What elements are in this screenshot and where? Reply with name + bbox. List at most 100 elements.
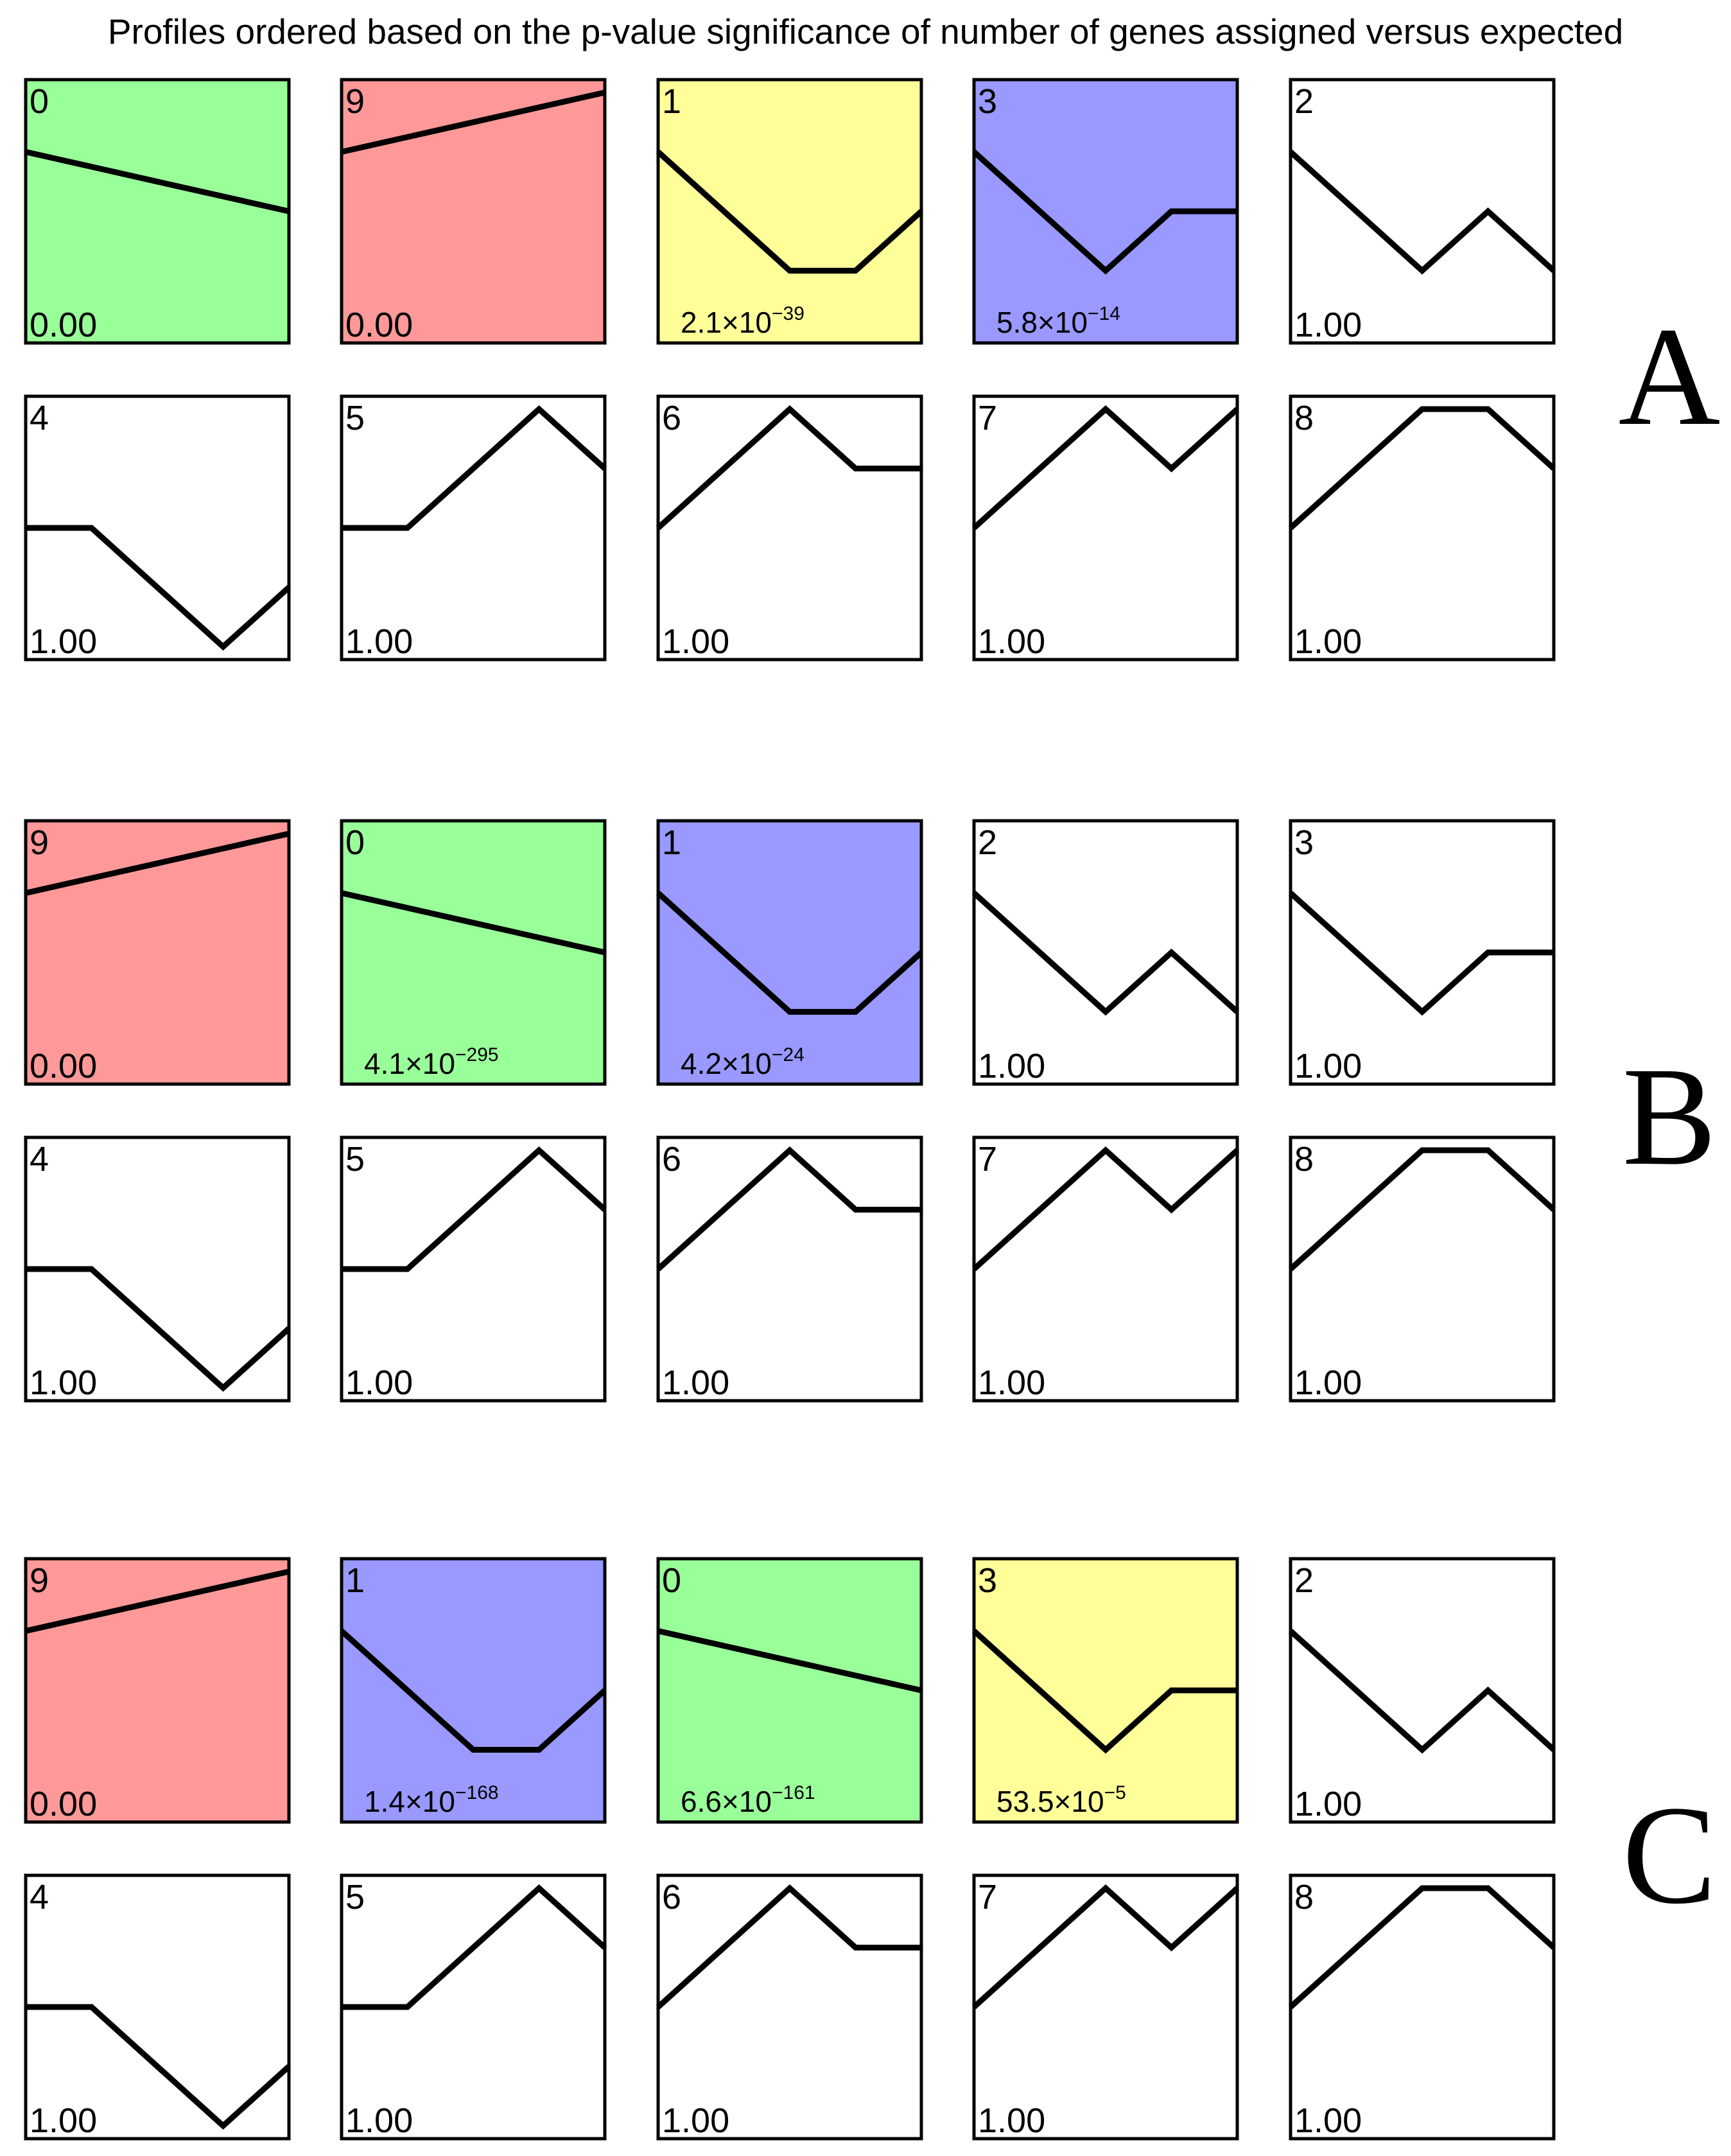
profile-pvalue: 5.8×10−14: [996, 303, 1120, 339]
profile-id: 4: [30, 1878, 49, 1916]
profile-box: [972, 394, 1239, 662]
profile-curve: [971, 1146, 1240, 1272]
profile-id: 9: [30, 1561, 49, 1600]
profile-pvalue: 1.00: [345, 1363, 413, 1402]
profile-pvalue: 1.00: [30, 1363, 97, 1402]
panel-label: A: [1619, 298, 1721, 455]
profile-curve: [341, 890, 605, 956]
profile-curve: [656, 891, 924, 1015]
profile-box: [972, 1873, 1239, 2141]
profile-pvalue: 1.00: [30, 2101, 97, 2140]
figure-title: Profiles ordered based on the p-value si…: [108, 12, 1623, 51]
profile-box: [340, 1557, 607, 1824]
profile-curve: [342, 1884, 607, 2010]
profile-tile: 21.00: [971, 819, 1240, 1086]
profile-curve: [656, 1884, 921, 2010]
profile-tile: 71.00: [971, 1873, 1240, 2141]
profile-tile: 90.00: [24, 819, 291, 1086]
profile-id: 1: [662, 823, 681, 862]
profile-pvalue: 1.00: [662, 1363, 729, 1402]
profile-id: 3: [978, 82, 997, 121]
profile-tile: 31.00: [1288, 819, 1556, 1086]
profile-curve: [341, 89, 605, 155]
profile-id: 3: [978, 1561, 997, 1600]
profile-curve: [971, 891, 1240, 1016]
profile-tile: 90.00: [340, 78, 607, 345]
profile-pvalue: 0.00: [30, 1785, 97, 1823]
profile-pvalue: 1.00: [1294, 1047, 1362, 1085]
profile-id: 1: [345, 1561, 365, 1600]
profile-box: [972, 1135, 1239, 1403]
profile-curve: [1288, 1147, 1556, 1272]
pvalue-mantissa: 2.1×10: [681, 306, 772, 339]
profile-box: [972, 1557, 1239, 1824]
profile-pvalue: 1.00: [662, 2101, 729, 2140]
profile-pvalue: 1.00: [978, 2101, 1045, 2140]
panel-label: B: [1622, 1038, 1717, 1195]
profile-box: [24, 819, 291, 1086]
profile-pvalue: 53.5×10−5: [996, 1782, 1126, 1818]
profile-box: [24, 1557, 291, 1824]
pvalue-exponent: −5: [1104, 1782, 1126, 1803]
profile-tile: 51.00: [340, 1135, 607, 1403]
pvalue-exponent: −39: [772, 303, 805, 324]
profile-curve: [656, 150, 924, 274]
profile-curve: [342, 1146, 607, 1272]
profile-pvalue: 0.00: [30, 306, 97, 344]
profile-box: [340, 819, 607, 1086]
profile-box: [656, 1557, 923, 1824]
profile-tile: 61.00: [656, 1135, 923, 1403]
profile-tile: 71.00: [971, 394, 1240, 662]
profile-box: [24, 78, 291, 345]
profile-tile: 3 5.8×10−14: [971, 78, 1239, 345]
profile-box: [1289, 1557, 1556, 1824]
profile-curve: [25, 1568, 290, 1634]
profile-id: 5: [345, 1140, 365, 1179]
profile-id: 4: [30, 399, 49, 437]
profile-curve: [26, 1266, 291, 1392]
profile-pvalue: 4.1×10−295: [364, 1044, 499, 1080]
profile-pvalue: 1.00: [1294, 1785, 1362, 1823]
profile-tile: 3 53.5×10−5: [971, 1557, 1239, 1824]
profile-tile: 21.00: [1288, 1557, 1556, 1824]
profile-curve: [1288, 1885, 1556, 2010]
profile-pvalue: 6.6×10−161: [681, 1782, 815, 1818]
profile-id: 2: [978, 823, 997, 862]
profile-id: 5: [345, 399, 365, 437]
profile-curve: [1288, 150, 1556, 275]
pvalue-mantissa: 1.4×10: [364, 1785, 455, 1818]
pvalue-exponent: −168: [455, 1782, 499, 1803]
profile-id: 5: [345, 1878, 365, 1916]
profile-curve: [342, 405, 607, 531]
profile-id: 6: [662, 1878, 681, 1916]
profile-tile: 06.6×10−161: [656, 1557, 923, 1824]
profile-id: 8: [1294, 1140, 1314, 1179]
profile-id: 1: [662, 82, 681, 121]
profile-curve: [971, 1629, 1237, 1754]
profile-pvalue: 1.00: [1294, 306, 1362, 344]
profile-id: 9: [30, 823, 49, 862]
profile-id: 8: [1294, 1878, 1314, 1916]
profile-tile: 1 4.2×10−24: [656, 819, 924, 1086]
profile-tile: 41.00: [24, 394, 291, 662]
profile-curve: [26, 2004, 291, 2130]
profile-id: 9: [345, 82, 365, 121]
pvalue-mantissa: 5.8×10: [996, 306, 1088, 339]
profile-box: [656, 819, 923, 1086]
profile-id: 7: [978, 1140, 997, 1179]
profile-pvalue: 0.00: [345, 306, 413, 344]
profile-curve: [657, 1628, 922, 1694]
pvalue-exponent: −24: [772, 1044, 805, 1065]
profile-pvalue: 1.00: [978, 1363, 1045, 1402]
profile-tile: 81.00: [1288, 1873, 1556, 2141]
profile-id: 7: [978, 1878, 997, 1916]
profile-pvalue: 1.00: [345, 2101, 413, 2140]
profile-id: 0: [30, 82, 49, 121]
profile-pvalue: 1.00: [1294, 622, 1362, 661]
profile-box: [1289, 1135, 1556, 1403]
profile-box: [340, 78, 607, 345]
profile-curve: [971, 150, 1237, 275]
profile-pvalue: 4.2×10−24: [681, 1044, 805, 1080]
profile-box: [656, 1135, 923, 1403]
